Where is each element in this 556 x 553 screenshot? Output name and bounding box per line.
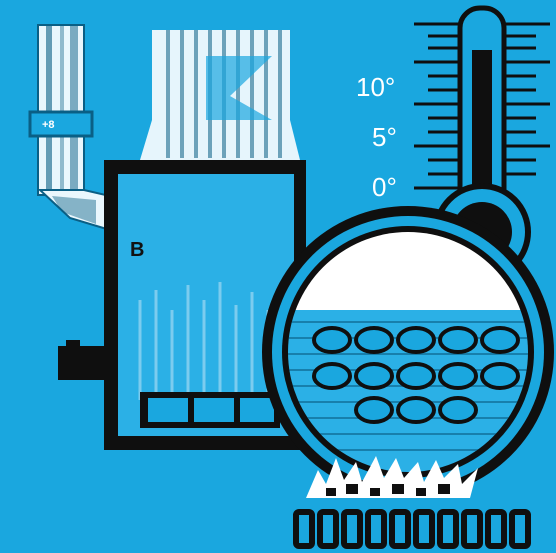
- hood-icon: [140, 30, 300, 160]
- boiler-icon: [262, 206, 554, 498]
- furnace-door-mark: B: [130, 239, 144, 261]
- thermometer-label-0: 0°: [372, 172, 397, 202]
- thermometer-label-10: 10°: [356, 72, 395, 102]
- pipe-badge-text: +8: [42, 119, 55, 131]
- thermometer-label-5: 5°: [372, 122, 397, 152]
